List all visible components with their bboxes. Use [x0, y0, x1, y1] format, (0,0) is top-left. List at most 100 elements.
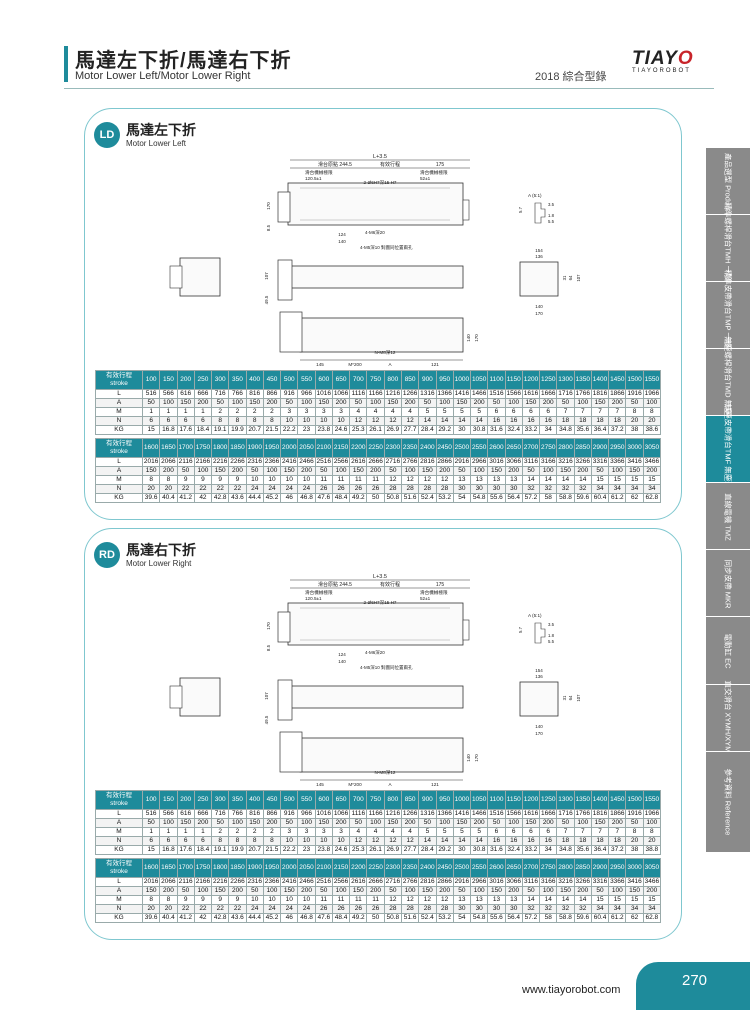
table-cell: 150: [349, 886, 368, 896]
table-cell: 36.4: [590, 845, 610, 855]
stroke-column-header: 1550: [642, 370, 662, 390]
table-cell: 200: [366, 466, 385, 476]
sidebar-separator: [706, 482, 750, 483]
table-cell: 3066: [504, 457, 523, 467]
sidebar-item-7[interactable]: 同步皮帶 MKR: [706, 550, 750, 617]
table-cell: 150: [211, 466, 230, 476]
table-cell: 3116: [521, 877, 541, 887]
table-cell: 30: [487, 484, 506, 494]
stroke-column-header: 2600: [487, 858, 506, 878]
table-cell: 26: [349, 904, 368, 914]
table-cell: 5: [452, 827, 472, 837]
table-cell: 150: [487, 886, 506, 896]
table-cell: 14: [521, 475, 541, 485]
table-cell: 50: [141, 398, 161, 408]
stroke-column-header: 3050: [642, 858, 662, 878]
sidebar-item-8[interactable]: 電動缸 EC: [706, 617, 750, 685]
table-cell: 16: [521, 836, 541, 846]
table-cell: 2566: [331, 457, 351, 467]
stroke-column-header: 2400: [418, 858, 437, 878]
stroke-column-header: 1800: [211, 438, 230, 458]
table-cell: 6: [487, 827, 506, 837]
sidebar-separator: [706, 415, 750, 416]
table-cell: 56.4: [504, 913, 523, 923]
table-cell: 100: [573, 818, 592, 828]
stroke-column-header: 750: [366, 370, 385, 390]
table-cell: 1116: [349, 809, 368, 819]
sidebar-item-label: 直交滑台 XYMH/XYMP: [723, 679, 733, 758]
table-cell: 28: [383, 904, 402, 914]
table-cell: 766: [228, 389, 247, 399]
stroke-column-header: 2300: [383, 858, 402, 878]
table-cell: 150: [625, 886, 644, 896]
dimension-label: 滑台機械極限: [420, 169, 448, 176]
footer-url[interactable]: www.tiayorobot.com: [522, 984, 621, 996]
stroke-column-header: 100: [141, 790, 161, 810]
sidebar-item-1[interactable]: 產品選型 Product: [706, 148, 750, 215]
table-cell: 7: [608, 827, 627, 837]
table-cell: 3: [314, 407, 333, 417]
table-cell: 5: [470, 407, 489, 417]
table-cell: 50: [176, 466, 195, 476]
table-cell: 14: [573, 475, 592, 485]
table-cell: 18.4: [193, 845, 213, 855]
dimension-label: 52±1: [420, 596, 431, 601]
table-cell: 12: [383, 416, 402, 426]
table-cell: 25.3: [349, 845, 368, 855]
table-cell: 10: [262, 895, 282, 905]
table-cell: 2: [211, 827, 230, 837]
stroke-column-header: 2050: [297, 858, 316, 878]
table-cell: 866: [262, 389, 282, 399]
sidebar-item-2[interactable]: 精準螺桿滑台TMH 一般環境: [706, 202, 750, 295]
table-cell: 8: [245, 836, 264, 846]
dimension-label: 140: [535, 724, 543, 729]
sidebar-item-3[interactable]: 精準皮帶滑台TMP 一般環境: [706, 269, 750, 362]
sidebar-item-4[interactable]: 無塵螺桿滑台TMD 無塵環境: [706, 336, 750, 429]
sidebar-item-6[interactable]: 直線電機 TMZ: [706, 483, 750, 550]
dimension-label: 49.5: [264, 715, 269, 724]
table-cell: 32: [539, 484, 558, 494]
table-cell: 150: [590, 818, 610, 828]
table-cell: 14: [539, 475, 558, 485]
table-cell: 2166: [193, 457, 213, 467]
stroke-column-header: 1600: [141, 858, 161, 878]
stroke-column-header: 100: [141, 370, 161, 390]
table-cell: 12: [400, 475, 420, 485]
table-cell: 10: [297, 895, 316, 905]
stroke-column-header: 2300: [383, 438, 402, 458]
dimension-label: 滑台機械極限: [305, 169, 333, 176]
stroke-column-header: 1150: [504, 370, 523, 390]
table-cell: 1: [159, 827, 178, 837]
row-label: N: [95, 484, 143, 494]
dimension-label: L+3.5: [373, 154, 387, 160]
sidebar-item-9[interactable]: 直交滑台 XYMH/XYMP: [706, 680, 750, 757]
table-cell: 1166: [366, 389, 385, 399]
dimension-label: 170: [474, 754, 479, 762]
stroke-column-header: 2100: [314, 438, 333, 458]
sidebar-item-5[interactable]: 無塵皮帶滑台TMF 無塵環境: [706, 403, 750, 496]
table-cell: 3316: [590, 457, 610, 467]
row-label: N: [95, 416, 143, 426]
table-cell: 18: [573, 416, 592, 426]
section-badge: LD: [94, 122, 120, 148]
table-cell: 200: [297, 466, 316, 476]
sidebar-separator: [706, 684, 750, 685]
table-cell: 28: [418, 484, 437, 494]
dimension-label: 3.5: [548, 622, 555, 627]
table-cell: 20: [159, 484, 178, 494]
table-cell: 16: [521, 416, 541, 426]
sidebar-item-10[interactable]: 參考資料 Reference: [706, 752, 750, 852]
table-cell: 100: [642, 818, 662, 828]
table-cell: 100: [297, 818, 316, 828]
table-cell: 20: [141, 484, 161, 494]
title-accent-bar: [64, 46, 68, 82]
table-cell: 30: [452, 904, 472, 914]
table-cell: 566: [159, 389, 178, 399]
